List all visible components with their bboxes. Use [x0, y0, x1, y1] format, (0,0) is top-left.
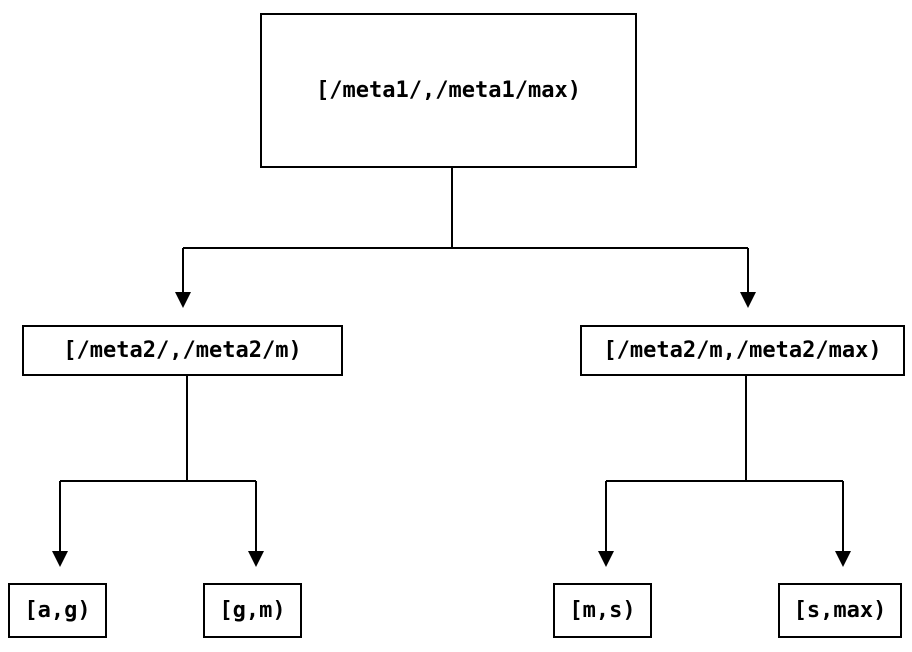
node-label: [s,max) [793, 598, 887, 623]
node-leaf-smax: [s,max) [778, 583, 902, 638]
edge-meta2-high-to-leaves [598, 376, 851, 567]
node-label: [/meta1/,/meta1/max) [316, 78, 581, 103]
arrowhead-down-icon [598, 551, 614, 567]
node-label: [/meta2/,/meta2/m) [63, 338, 302, 363]
arrowhead-down-icon [52, 551, 68, 567]
edge-root-to-children [175, 168, 756, 308]
node-label: [m,s) [569, 598, 636, 623]
node-meta2-low-interval: [/meta2/,/meta2/m) [22, 325, 343, 376]
node-label: [g,m) [219, 598, 286, 623]
node-root-interval: [/meta1/,/meta1/max) [260, 13, 637, 168]
node-leaf-gm: [g,m) [203, 583, 302, 638]
arrowhead-down-icon [835, 551, 851, 567]
arrowhead-down-icon [248, 551, 264, 567]
arrowhead-down-icon [175, 292, 191, 308]
node-label: [a,g) [24, 598, 91, 623]
node-leaf-ag: [a,g) [8, 583, 107, 638]
node-leaf-ms: [m,s) [553, 583, 652, 638]
edge-meta2-low-to-leaves [52, 376, 264, 567]
node-label: [/meta2/m,/meta2/max) [603, 338, 882, 363]
arrowhead-down-icon [740, 292, 756, 308]
node-meta2-high-interval: [/meta2/m,/meta2/max) [580, 325, 905, 376]
